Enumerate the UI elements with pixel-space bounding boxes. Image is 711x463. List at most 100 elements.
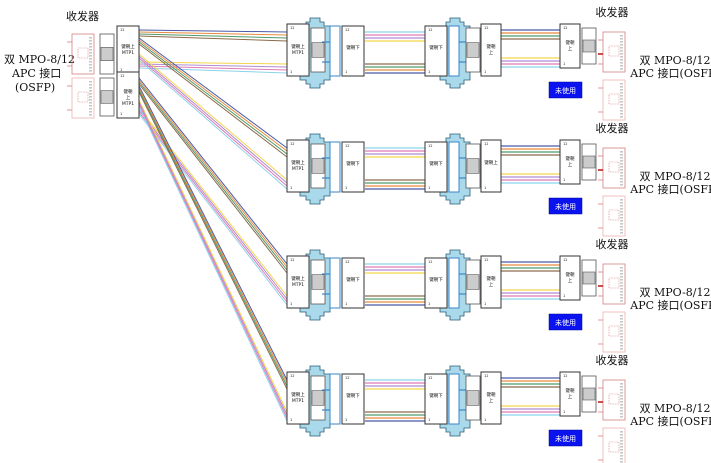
fiber-strand [138,101,288,416]
right-transceiver-title: 收发器 [596,237,629,251]
row-right-plug [465,375,481,421]
plug-key [100,90,114,104]
transceiver-fiber-slot [620,178,623,180]
right-transceiver-port-1 [598,379,626,421]
unused-badge: 未使用 [548,313,583,331]
fiber-strand [138,33,288,39]
transceiver-fiber-slot [620,291,623,293]
transceiver-fiber-slot [89,111,92,113]
transceiver-fiber-slot [89,64,92,66]
transceiver-fiber-slot [620,205,623,207]
connector-housing [286,139,310,193]
pin-label-12: 12 [428,144,432,148]
transceiver-fiber-slot [620,50,623,52]
pin-label-12: 12 [345,376,349,380]
right-transceiver-port-1 [598,147,626,189]
pin-label-1: 1 [563,294,565,298]
transceiver-fiber-slot [620,452,623,454]
connector-label: MTP1 [122,50,134,56]
plug-key [311,274,325,290]
transceiver-fiber-slot [620,392,623,394]
right-transceiver-title: 收发器 [596,353,629,367]
connector-label: 键朝上 [291,43,305,50]
unused-badge: 未使用 [548,197,583,215]
pin-label-1: 1 [428,418,430,422]
transceiver-fiber-slot [620,68,623,70]
row-left-plug [310,375,326,421]
connector-housing [286,371,310,425]
transceiver-fiber-slot [620,160,623,162]
transceiver-fiber-slot [620,214,623,216]
pin-label-1: 1 [428,186,430,190]
connector-housing [116,71,140,119]
fiber-strand [138,81,288,271]
connector-housing [559,23,581,69]
connector-label: MTP1 [122,101,134,107]
transceiver-fiber-slot [89,105,92,107]
transceiver-fiber-slot [620,404,623,406]
connector-housing [424,141,448,193]
transceiver-fiber-slot [620,413,623,415]
transceiver-fiber-slot [620,169,623,171]
pin-label-1: 1 [484,186,486,190]
pin-label-12: 12 [345,28,349,32]
transceiver-fiber-slot [620,232,623,234]
transceiver-fiber-slot [620,202,623,204]
connector-housing [286,23,310,77]
right-port-label-line2: APC 接口(OSFP) [629,415,711,428]
pin-label-1: 1 [290,186,292,190]
transceiver-port-outline [602,31,626,73]
fiber-strand [138,111,288,303]
pin-label-12: 12 [290,142,294,146]
left-transceiver-port-1 [67,33,95,75]
pin-label-12: 12 [290,26,294,30]
transceiver-fiber-slot [620,172,623,174]
transceiver-fiber-slot [89,61,92,63]
connector-housing [116,25,140,75]
unused-badge: 未使用 [548,429,583,447]
transceiver-fiber-slot [620,297,623,299]
fiber-strand [138,55,288,184]
connector-housing [341,257,365,309]
transceiver-fiber-slot [89,37,92,39]
pin-label-1: 1 [345,418,347,422]
adapter-sleeve [329,257,341,309]
fiber-strand [138,83,288,274]
transceiver-fiber-slot [89,84,92,86]
right-port-label-line2: APC 接口(OSFP) [629,67,711,80]
fiber-strand [138,59,288,190]
transceiver-port-outline [602,195,626,237]
fiber-strand [138,103,288,419]
plug-key [582,271,596,285]
transceiver-latch [608,209,620,221]
fiber-strand [138,91,288,390]
transceiver-fiber-slot [620,315,623,317]
pin-label-1: 1 [484,302,486,306]
fiber-strand [138,31,288,36]
transceiver-fiber-slot [620,440,623,442]
right-port-label-line2: APC 接口(OSFP) [629,299,711,312]
fiber-strand [138,85,288,381]
connector-housing [480,139,502,193]
pin-label-1: 1 [428,302,430,306]
transceiver-fiber-slot [89,87,92,89]
transceiver-latch [77,91,89,103]
transceiver-fiber-slot [620,449,623,451]
transceiver-fiber-slot [620,288,623,290]
unused-badge-label: 未使用 [555,434,576,443]
connector-label: 键朝上 [291,159,305,166]
transceiver-fiber-slot [89,108,92,110]
unused-badge-label: 未使用 [555,202,576,211]
transceiver-fiber-slot [89,40,92,42]
transceiver-plug [581,259,597,297]
connector-housing [480,255,502,309]
transceiver-fiber-slot [620,455,623,457]
